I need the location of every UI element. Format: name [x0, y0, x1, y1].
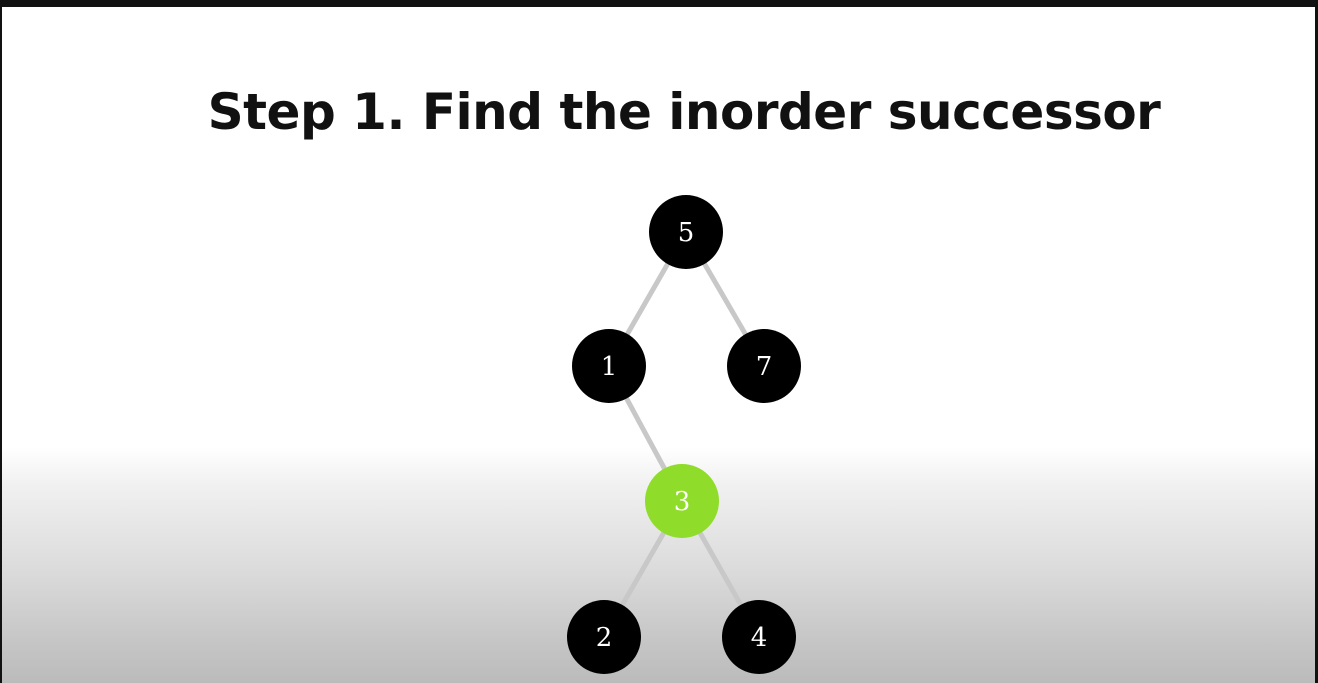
node-label: 5 [678, 218, 695, 248]
node-label: 4 [751, 623, 768, 653]
binary-tree-diagram: 5 1 7 3 2 4 [567, 195, 801, 674]
tree-node-3: 3 [645, 464, 719, 538]
node-circle [567, 600, 641, 674]
slide-title: Step 1. Find the inorder successor [207, 83, 1161, 141]
tree-node-4: 4 [722, 600, 796, 674]
node-circle [722, 600, 796, 674]
node-circle [645, 464, 719, 538]
slide: Step 1. Find the inorder successor 5 1 7 3 2… [2, 7, 1315, 683]
node-circle [727, 329, 801, 403]
tree-node-1: 1 [572, 329, 646, 403]
node-label: 7 [756, 352, 773, 382]
node-circle [572, 329, 646, 403]
tree-node-7: 7 [727, 329, 801, 403]
node-label: 3 [674, 487, 691, 517]
tree-node-5: 5 [649, 195, 723, 269]
tree-nodes: 5 1 7 3 2 4 [567, 195, 801, 674]
node-label: 2 [596, 623, 613, 653]
tree-edges [601, 229, 767, 640]
node-label: 1 [601, 352, 618, 382]
node-circle [649, 195, 723, 269]
tree-node-2: 2 [567, 600, 641, 674]
